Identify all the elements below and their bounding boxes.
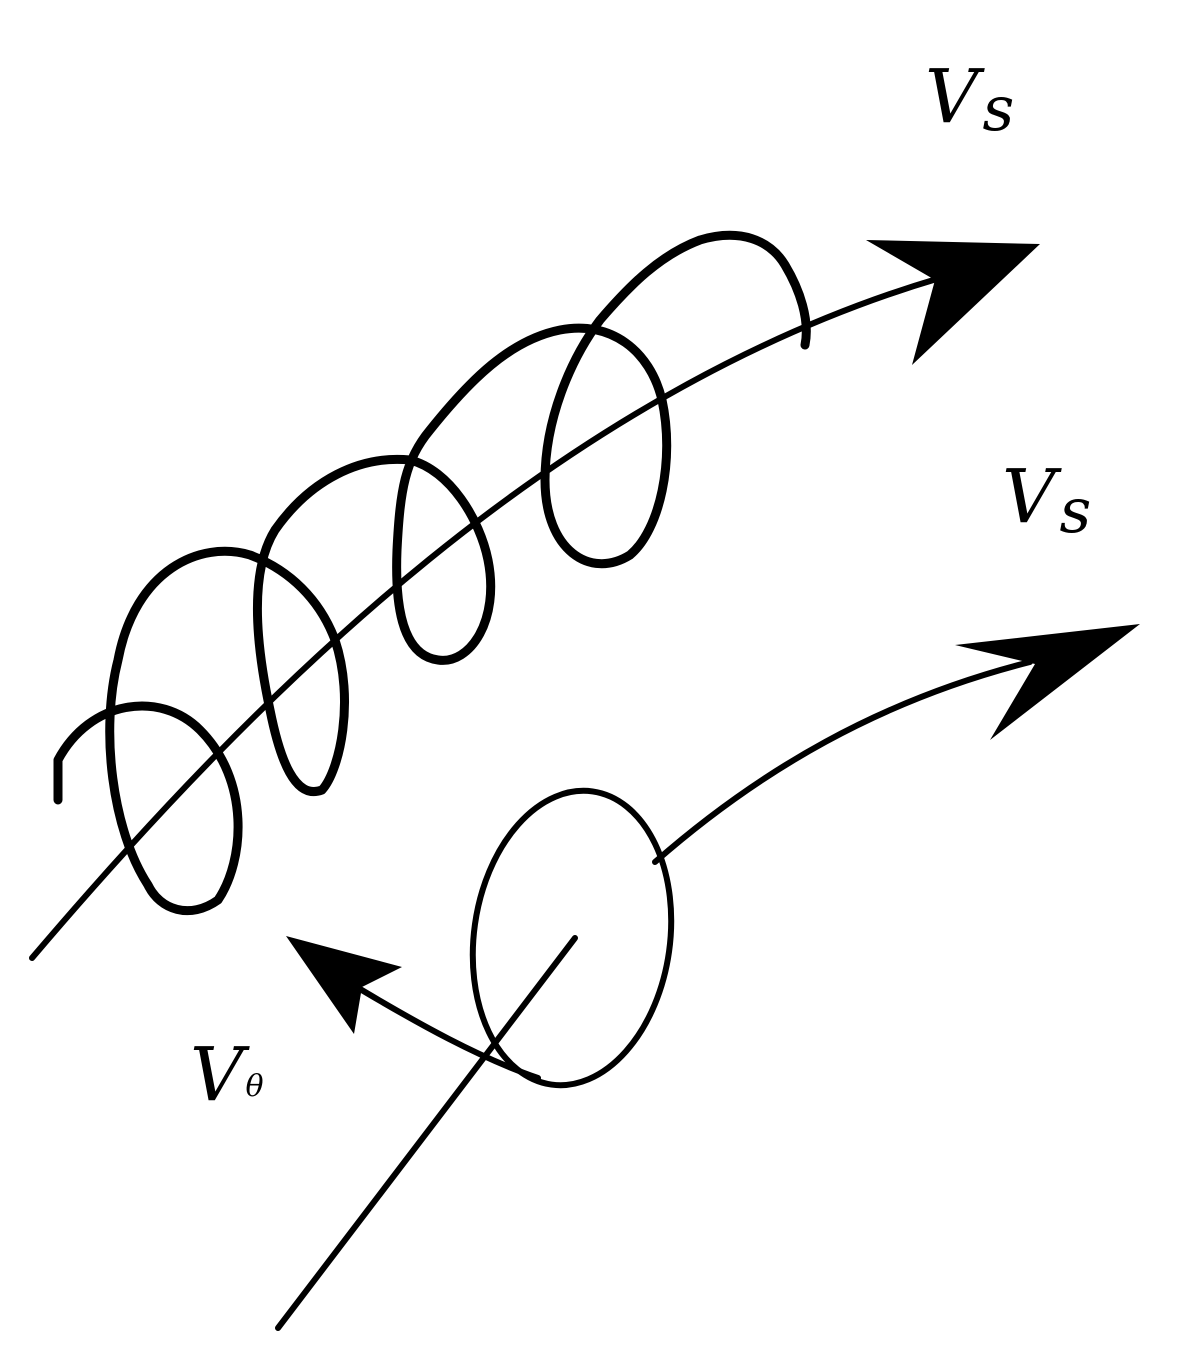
vortex-ring [469, 787, 675, 1089]
upper-arrowhead [866, 240, 1040, 365]
lower-outlet-line [652, 659, 1033, 865]
tangential-arrow-line [347, 980, 541, 1081]
vs-lower-label: Vs [1002, 454, 1091, 547]
v-theta-label: Vθ [190, 1032, 264, 1118]
lower-arrowhead [955, 624, 1140, 740]
helical-vortex-line [53, 230, 811, 916]
upper-streamline [29, 275, 943, 961]
vs-upper-label: Vs [925, 54, 1014, 145]
lower-inlet-line [275, 935, 578, 1331]
tangential-arrowhead [286, 936, 402, 1034]
